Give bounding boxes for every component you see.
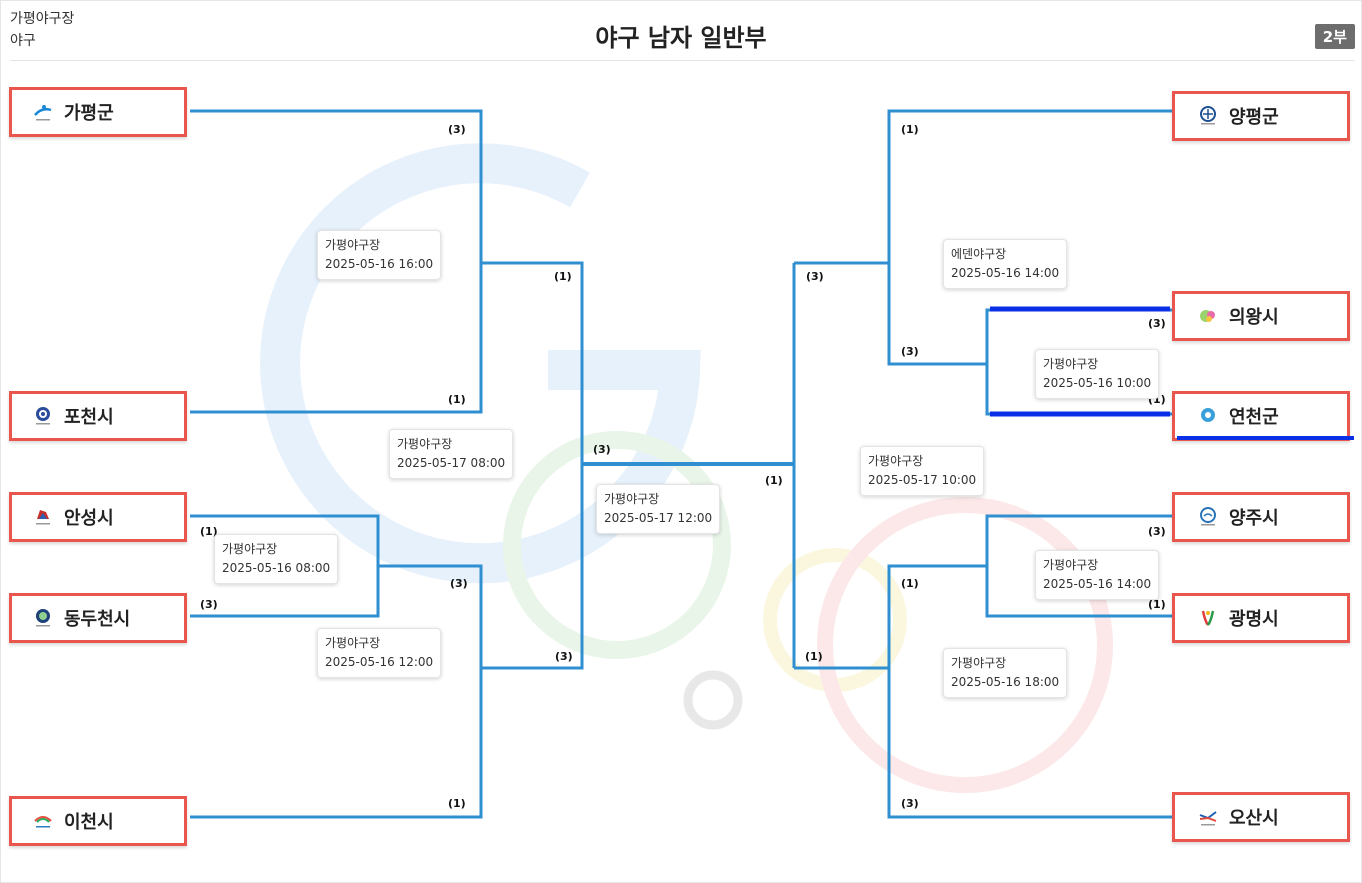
match-venue: 가평야구장 [951, 656, 1007, 670]
score-pocheon: (1) [448, 393, 466, 406]
match-info-box[interactable]: 가평야구장 2025-05-16 16:00 [317, 230, 442, 280]
match-venue: 가평야구장 [1043, 357, 1099, 371]
match-info-box[interactable]: 가평야구장 2025-05-16 14:00 [1035, 550, 1160, 600]
icheon-logo-icon [32, 810, 54, 832]
score-final-left: (3) [593, 443, 611, 456]
match-time: 2025-05-16 16:00 [325, 257, 434, 271]
match-info-box[interactable]: 가평야구장 2025-05-17 10:00 [860, 446, 985, 496]
match-time: 2025-05-17 10:00 [868, 473, 977, 487]
winner-underline [1177, 436, 1354, 440]
team-name: 연천군 [1229, 407, 1279, 428]
header-info: 가평야구장 야구 [10, 8, 74, 52]
watermark-ring-red [817, 497, 1113, 793]
match-info-box[interactable]: 가평야구장 2025-05-16 12:00 [317, 628, 442, 678]
score-dongducheon: (3) [200, 598, 218, 611]
team-name: 오산시 [1229, 808, 1279, 829]
sport-label: 야구 [10, 33, 36, 49]
uiwang-logo-icon [1197, 305, 1219, 327]
score-final-right: (1) [765, 474, 783, 487]
match-info-box[interactable]: 가평야구장 2025-05-17 08:00 [389, 429, 514, 479]
gwangmyeong-logo-icon [1197, 607, 1219, 629]
team-name: 이천시 [64, 812, 114, 833]
team-anseong[interactable]: 안성시 [9, 492, 187, 542]
match-time: 2025-05-16 12:00 [325, 655, 434, 669]
team-gapyeong[interactable]: 가평군 [9, 87, 187, 137]
score-gwangmyeong: (1) [1148, 598, 1166, 611]
page-title: 야구 남자 일반부 [595, 24, 767, 52]
score-yangju: (3) [1148, 525, 1166, 538]
match-time: 2025-05-16 14:00 [951, 266, 1060, 280]
yangju-logo-icon [1197, 506, 1219, 528]
osan-logo-icon [1197, 806, 1219, 828]
anseong-logo-icon [32, 506, 54, 528]
team-name: 의왕시 [1229, 307, 1279, 328]
match-venue: 가평야구장 [868, 454, 924, 468]
yangpyeong-logo-icon [1197, 105, 1219, 127]
match-info-box[interactable]: 가평야구장 2025-05-17 12:00 [596, 484, 721, 534]
team-yeoncheon[interactable]: 연천군 [1172, 391, 1350, 441]
watermark-ring-gray [683, 670, 743, 730]
match-venue: 가평야구장 [325, 238, 381, 252]
team-yangju[interactable]: 양주시 [1172, 492, 1350, 542]
match-venue: 에덴야구장 [951, 247, 1007, 261]
score-left-semi-top: (1) [554, 270, 572, 283]
match-venue: 가평야구장 [222, 542, 278, 556]
match-info-box[interactable]: 가평야구장 2025-05-16 18:00 [943, 648, 1068, 698]
score-right-semi-bottom: (1) [805, 650, 823, 663]
score-uiwang: (3) [1148, 317, 1166, 330]
match-time: 2025-05-16 10:00 [1043, 376, 1152, 390]
yeoncheon-logo-icon [1197, 405, 1219, 427]
match-time: 2025-05-16 08:00 [222, 561, 331, 575]
match-venue: 가평야구장 [397, 437, 453, 451]
score-osan: (3) [901, 797, 919, 810]
match-time: 2025-05-17 12:00 [604, 511, 713, 525]
score-left-quarter-mid: (3) [450, 577, 468, 590]
match-venue: 가평야구장 [604, 492, 660, 506]
score-right-quarter3-top: (1) [901, 577, 919, 590]
team-pocheon[interactable]: 포천시 [9, 391, 187, 441]
team-name: 광명시 [1229, 609, 1279, 630]
team-uiwang[interactable]: 의왕시 [1172, 291, 1350, 341]
header-divider [10, 60, 1355, 61]
watermark-ring-green [503, 431, 731, 659]
match-info-box[interactable]: 에덴야구장 2025-05-16 14:00 [943, 239, 1068, 289]
team-yangpyeong[interactable]: 양평군 [1172, 91, 1350, 141]
venue-label: 가평야구장 [10, 11, 75, 27]
match-venue: 가평야구장 [325, 636, 381, 650]
match-time: 2025-05-16 14:00 [1043, 577, 1152, 591]
match-time: 2025-05-16 18:00 [951, 675, 1060, 689]
team-name: 안성시 [64, 508, 114, 529]
team-name: 동두천시 [64, 609, 131, 630]
division-badge[interactable]: 2부 [1314, 24, 1355, 49]
score-yangpyeong: (1) [901, 123, 919, 136]
team-gwangmyeong[interactable]: 광명시 [1172, 593, 1350, 643]
match-venue: 가평야구장 [1043, 558, 1099, 572]
team-icheon[interactable]: 이천시 [9, 796, 187, 846]
score-right-quarter-bottom: (3) [901, 345, 919, 358]
team-osan[interactable]: 오산시 [1172, 792, 1350, 842]
score-icheon: (1) [448, 797, 466, 810]
team-name: 가평군 [64, 103, 114, 124]
team-name: 포천시 [64, 407, 114, 428]
score-gapyeong: (3) [448, 123, 466, 136]
team-dongducheon[interactable]: 동두천시 [9, 593, 187, 643]
dongducheon-logo-icon [32, 607, 54, 629]
score-left-semi-bottom: (3) [555, 650, 573, 663]
score-right-semi-top: (3) [806, 270, 824, 283]
gapyeong-logo-icon [32, 101, 54, 123]
team-name: 양평군 [1229, 107, 1279, 128]
team-name: 양주시 [1229, 508, 1279, 529]
match-info-box[interactable]: 가평야구장 2025-05-16 08:00 [214, 534, 339, 584]
match-time: 2025-05-17 08:00 [397, 456, 506, 470]
pocheon-logo-icon [32, 405, 54, 427]
score-anseong: (1) [200, 525, 218, 538]
match-info-box[interactable]: 가평야구장 2025-05-16 10:00 [1035, 349, 1160, 399]
